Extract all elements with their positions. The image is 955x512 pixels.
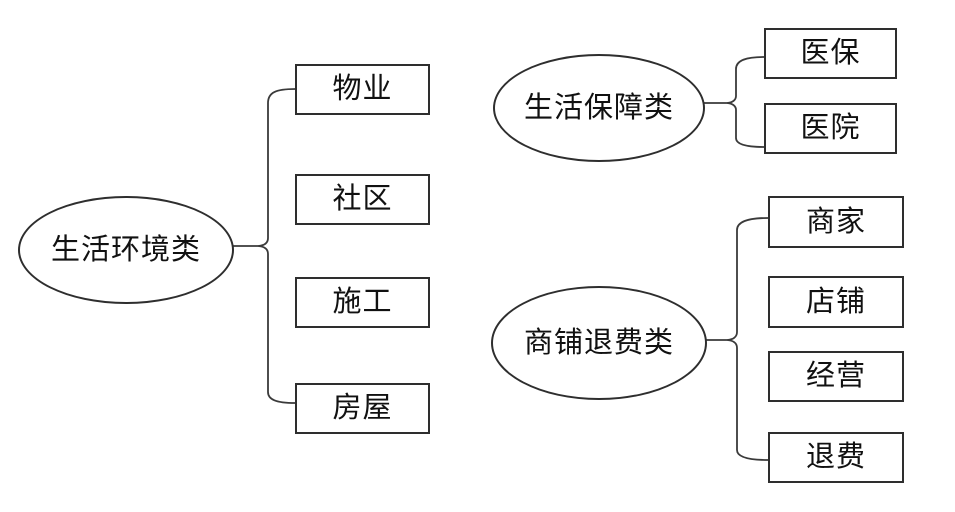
keyword-box-construction: 施工: [295, 277, 430, 328]
keyword-box-hospital: 医院: [764, 103, 897, 154]
brace-connector-shop-refund: [704, 217, 769, 461]
category-label: 生活环境类: [50, 233, 201, 266]
brace-connector-living-security: [702, 56, 765, 148]
keyword-label: 退费: [805, 441, 866, 473]
keyword-label: 医保: [800, 37, 861, 69]
keyword-label: 房屋: [332, 392, 393, 424]
keyword-box-shop: 店铺: [768, 276, 904, 328]
keyword-label: 商家: [805, 205, 866, 238]
category-ellipse-living-security: 生活保障类: [493, 54, 705, 162]
keyword-box-medical-insurance: 医保: [764, 28, 897, 79]
category-label: 商铺退费类: [523, 326, 674, 359]
keyword-label: 物业: [332, 73, 393, 105]
keyword-label: 施工: [332, 286, 393, 318]
category-ellipse-shop-refund: 商铺退费类: [491, 286, 707, 400]
category-ellipse-living-environment: 生活环境类: [18, 196, 234, 304]
keyword-label: 店铺: [805, 285, 866, 318]
keyword-box-housing: 房屋: [295, 383, 430, 434]
keyword-box-refund: 退费: [768, 432, 904, 483]
keyword-box-property: 物业: [295, 64, 430, 115]
keyword-box-community: 社区: [295, 174, 430, 225]
keyword-box-operation: 经营: [768, 351, 904, 402]
brace-connector-living-environment: [231, 88, 296, 404]
keyword-label: 经营: [805, 360, 866, 392]
keyword-box-merchant: 商家: [768, 196, 904, 248]
category-label: 生活保障类: [523, 91, 674, 124]
keyword-label: 医院: [800, 112, 861, 144]
keyword-label: 社区: [332, 183, 393, 215]
